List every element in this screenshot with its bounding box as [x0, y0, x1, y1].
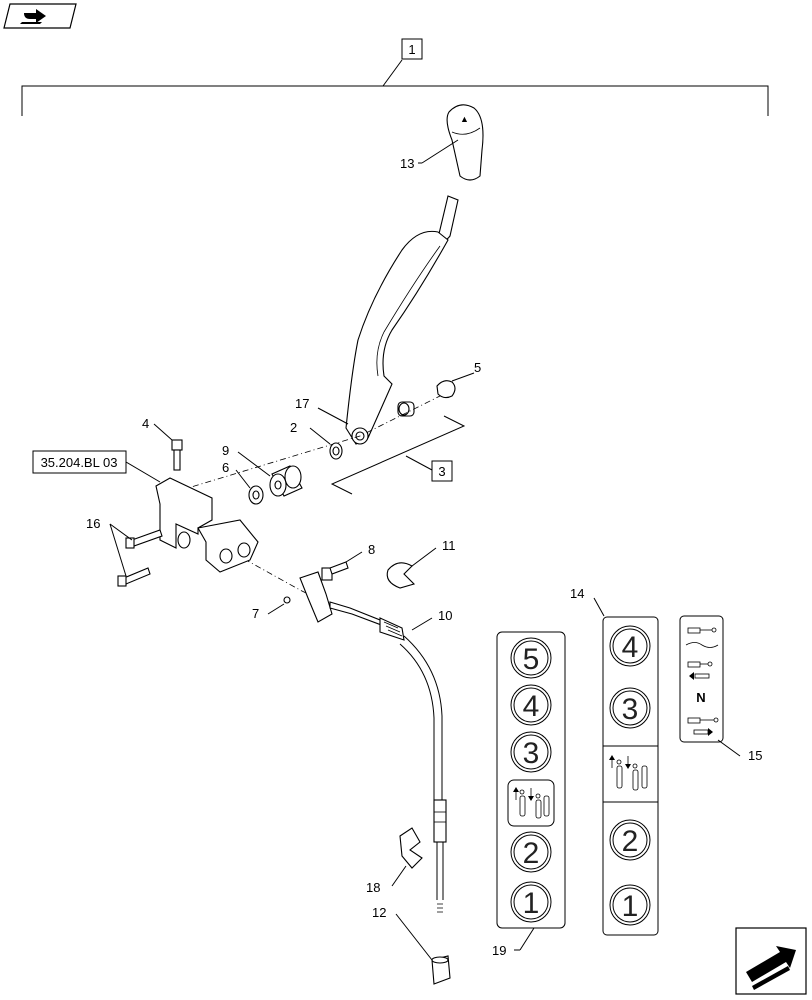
label-15: 15: [748, 748, 762, 763]
bushing-9: 9: [222, 443, 303, 497]
decal19-gear-3: 3: [523, 737, 540, 770]
mounting-bracket: [155, 477, 259, 573]
label-5: 5: [474, 360, 481, 375]
washer-6: 6: [222, 460, 264, 505]
decal14-gear-3: 3: [622, 693, 639, 726]
washer-2: 2: [290, 420, 343, 460]
clip-11: 11: [386, 538, 456, 589]
cylinder-raise-icon: [687, 627, 717, 634]
decal14-gear-1: 1: [622, 890, 639, 923]
range-shift-icon: [609, 755, 648, 791]
label-17: 17: [295, 396, 309, 411]
decal19-gear-1: 1: [523, 887, 540, 920]
bracket-3: 3: [330, 415, 466, 495]
float-wave-icon: [685, 642, 719, 648]
decal19-gear-4: 4: [523, 690, 540, 723]
next-page-arrow-icon[interactable]: [735, 927, 807, 995]
decal14-gear-2: 2: [622, 825, 639, 858]
reference-box[interactable]: 35.204.BL 03: [32, 450, 161, 483]
label-14: 14: [570, 586, 584, 601]
decal-19: 5 4 3 2 1 19: [492, 631, 566, 958]
decal19-gear-2: 2: [523, 837, 540, 870]
assembly-bracket: 1: [21, 38, 769, 116]
neutral-letter: N: [696, 690, 705, 705]
range-shift-icon: [513, 787, 550, 819]
decal19-gear-5: 5: [523, 643, 540, 676]
label-10: 10: [438, 608, 452, 623]
shift-knob: ▲ 13: [400, 104, 484, 181]
cable-clip-18: 18: [366, 827, 423, 895]
reference-label: 35.204.BL 03: [41, 455, 118, 470]
shift-cable: 10: [329, 601, 452, 913]
label-1: 1: [408, 42, 415, 57]
label-6: 6: [222, 460, 229, 475]
label-18: 18: [366, 880, 380, 895]
label-16: 16: [86, 516, 100, 531]
label-12: 12: [372, 905, 386, 920]
book-arrow-icon[interactable]: [3, 3, 77, 29]
label-9: 9: [222, 443, 229, 458]
label-13: 13: [400, 156, 414, 171]
cylinder-retract-icon: [687, 661, 713, 680]
label-3: 3: [438, 464, 445, 479]
decal-14: 4 3 2 1 14: [570, 586, 659, 936]
label-11: 11: [442, 538, 456, 553]
cylinder-extend-icon: [687, 717, 719, 736]
pivot-bushing: [397, 401, 415, 417]
knob-mark: ▲: [460, 114, 469, 124]
pin-7: 7: [252, 596, 291, 621]
decal-15: N 15: [679, 615, 762, 763]
decal14-gear-4: 4: [622, 631, 639, 664]
label-8: 8: [368, 542, 375, 557]
bolts-16: 16: [86, 516, 163, 587]
bolt-4: 4: [142, 416, 183, 471]
retaining-clip-5: 5: [436, 360, 481, 399]
label-7: 7: [252, 606, 259, 621]
label-2: 2: [290, 420, 297, 435]
label-4: 4: [142, 416, 149, 431]
nut-12: 12: [372, 905, 451, 985]
cable-clevis: 8: [299, 542, 375, 623]
label-19: 19: [492, 943, 506, 958]
shift-lever: 17: [295, 195, 459, 445]
